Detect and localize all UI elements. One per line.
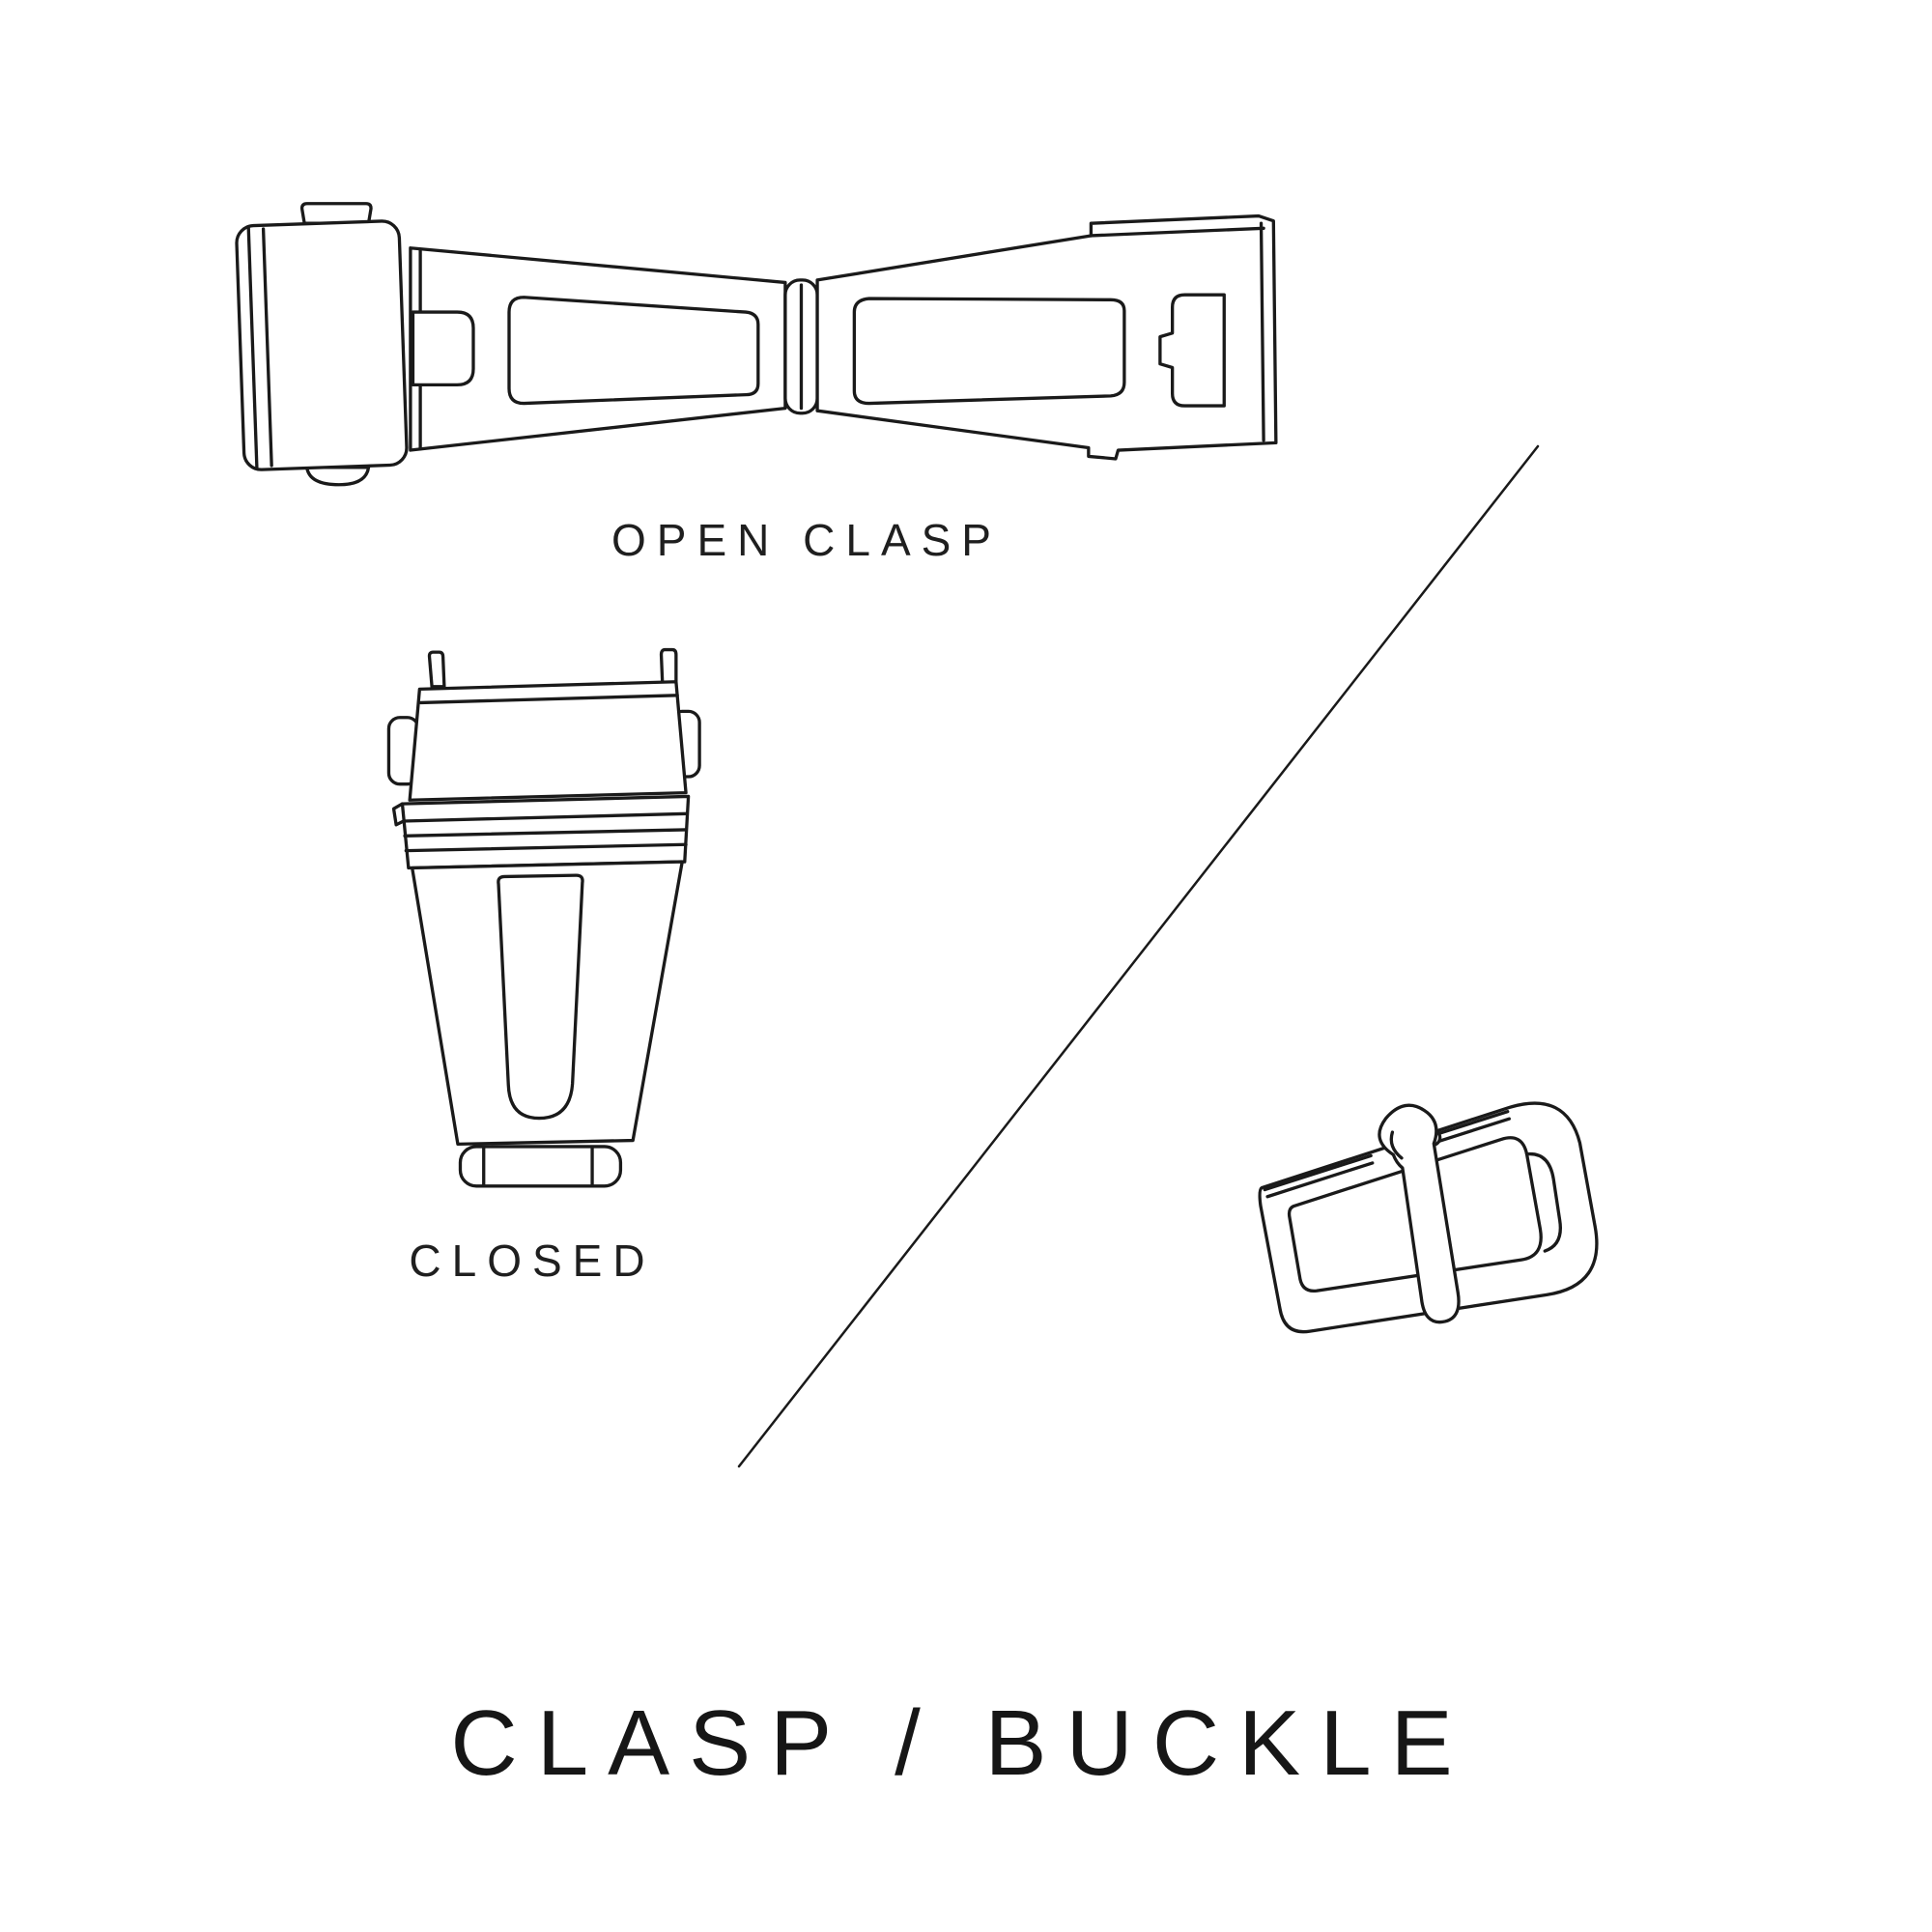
open-clasp-illustration bbox=[235, 202, 1278, 487]
closed-clasp-label: CLOSED bbox=[409, 1236, 656, 1286]
open-clasp-label: OPEN CLASP bbox=[611, 515, 1002, 565]
closed-clasp-illustration bbox=[386, 647, 701, 1188]
diagonal-divider-line bbox=[737, 444, 1540, 1468]
tang-buckle-illustration bbox=[1258, 1101, 1599, 1334]
page-title: CLASP / BUCKLE bbox=[450, 1691, 1472, 1795]
